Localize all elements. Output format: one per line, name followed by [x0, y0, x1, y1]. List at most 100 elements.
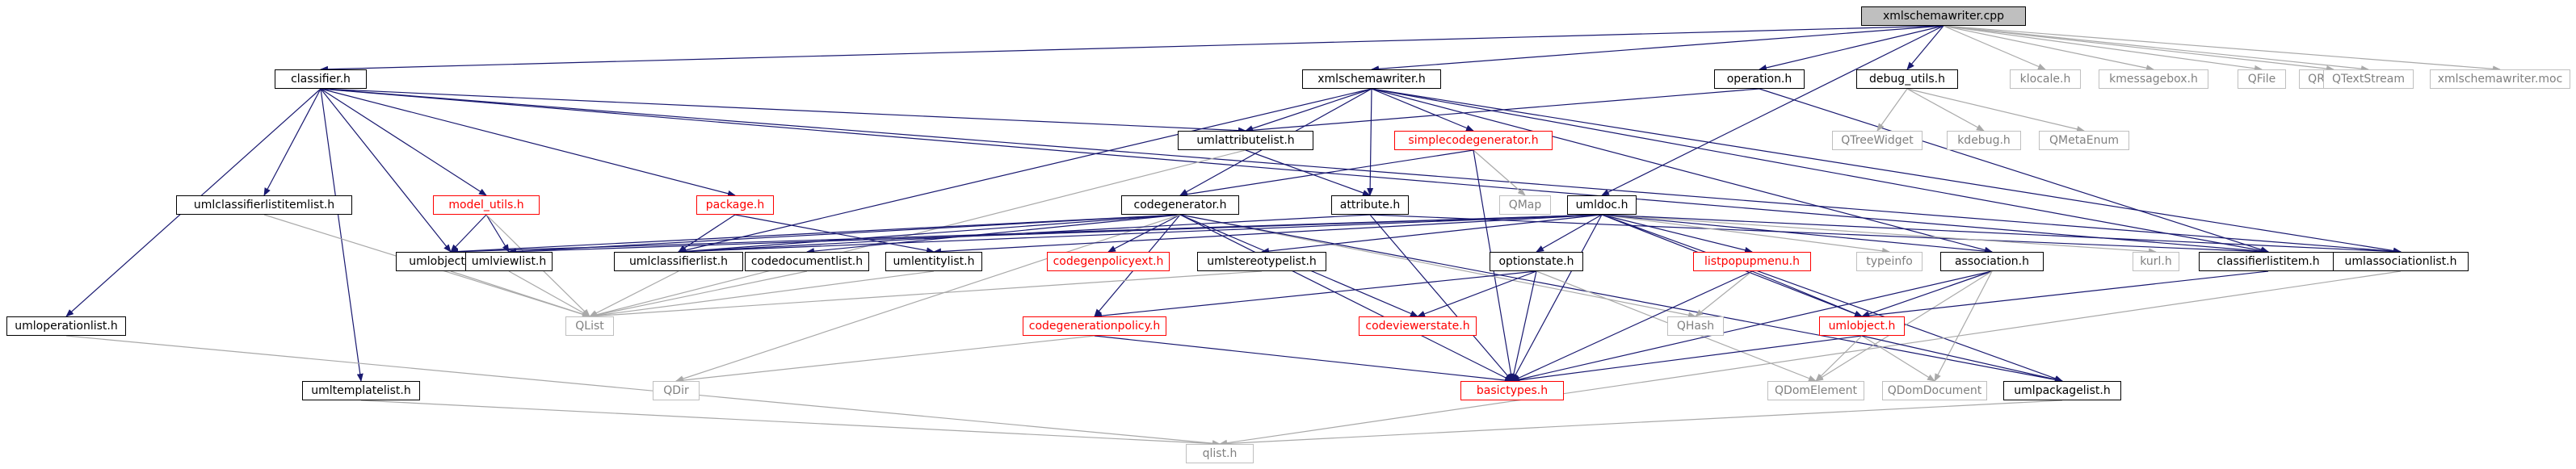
node-qfile[interactable]: QFile [2238, 69, 2286, 89]
node-umlassociationlist[interactable]: umlassociationlist.h [2333, 252, 2469, 271]
node-umlobject[interactable]: umlobject.h [1819, 316, 1905, 336]
node-umloperationlist[interactable]: umloperationlist.h [6, 316, 126, 336]
edge-codegenerator-to-umlviewlist [508, 214, 1181, 255]
edge-listpopupmenu-to-umlobject [1751, 270, 1863, 317]
edge-root-to-umldoc [1601, 25, 1944, 196]
node-association[interactable]: association.h [1940, 252, 2044, 271]
edge-umlobject-to-umlpackagelist [1861, 335, 2063, 383]
node-qmap[interactable]: QMap [1499, 195, 1551, 215]
node-package[interactable]: package.h [696, 195, 774, 215]
edge-codegenpolicy-to-qdir [675, 335, 1095, 384]
node-simplecodegen[interactable]: simplecodegenerator.h [1394, 131, 1553, 150]
edge-codegenerator-to-umlpackagelist [1179, 214, 2063, 383]
node-qmetaenum[interactable]: QMetaEnum [2039, 131, 2129, 150]
node-codegenpolicy[interactable]: codegenerationpolicy.h [1023, 316, 1166, 336]
node-umldoc[interactable]: umldoc.h [1567, 195, 1637, 215]
node-kdebug[interactable]: kdebug.h [1947, 131, 2021, 150]
node-xmlsw-h[interactable]: xmlschemawriter.h [1302, 69, 1441, 89]
edge-xmlsw-h-to-umlattributelist [1245, 88, 1372, 132]
node-qdir[interactable]: QDir [653, 381, 700, 400]
edge-umlobjectlist-to-qlist-cap [450, 270, 590, 318]
edge-codegenerator-to-umlobjectlist [450, 214, 1181, 255]
node-qhash[interactable]: QHash [1667, 316, 1724, 336]
node-kurl[interactable]: kurl.h [2133, 252, 2179, 271]
edge-classifier-to-umlassociationlist [320, 88, 2402, 255]
edge-debug-utils-to-qmetaenum [1906, 88, 2085, 132]
node-debug-utils[interactable]: debug_utils.h [1856, 69, 1958, 89]
node-umlstereotypelist[interactable]: umlstereotypelist.h [1197, 252, 1326, 271]
edge-umldoc-to-umlviewlist [508, 214, 1603, 255]
node-umlentitylist[interactable]: umlentitylist.h [885, 252, 982, 271]
node-listpopupmenu[interactable]: listpopupmenu.h [1693, 252, 1811, 271]
node-root[interactable]: xmlschemawriter.cpp [1861, 6, 2026, 26]
node-qtreewidget[interactable]: QTreeWidget [1832, 131, 1923, 150]
edge-debug-utils-to-qtreewidget [1876, 88, 1908, 132]
node-operation[interactable]: operation.h [1714, 69, 1805, 89]
edge-simplecodegen-to-codegenerator [1179, 149, 1474, 198]
edge-umldoc-to-optionstate [1536, 214, 1603, 253]
edge-root-to-debug-utils [1906, 25, 1944, 70]
node-attribute[interactable]: attribute.h [1331, 195, 1409, 215]
edge-umlobject-to-basictypes [1511, 335, 1863, 383]
edge-root-to-qregexp [1943, 25, 2334, 72]
edge-umltemplatelist-to-qlist-h [360, 400, 1221, 447]
node-codegenerator[interactable]: codegenerator.h [1121, 195, 1239, 215]
edge-umldoc-to-association [1601, 214, 1993, 255]
edge-umldoc-to-umlclassifierlist [678, 214, 1603, 255]
node-xmlsw-moc[interactable]: xmlschemawriter.moc [2430, 69, 2570, 89]
node-kmessagebox[interactable]: kmessagebox.h [2099, 69, 2208, 89]
node-umlviewlist[interactable]: umlviewlist.h [465, 252, 553, 271]
node-classifierlistitem[interactable]: classifierlistitem.h [2199, 252, 2338, 271]
edge-codegenerator-to-codedocumentlist [806, 214, 1181, 255]
edge-umldoc-to-umlentitylist [933, 214, 1603, 255]
edge-umldoc-to-typeinfo [1601, 214, 1890, 254]
edge-operation-to-classifierlistitem [1759, 88, 2269, 253]
edge-debug-utils-to-kdebug [1906, 88, 1985, 132]
node-basictypes[interactable]: basictypes.h [1460, 381, 1564, 400]
edge-xmlsw-h-to-classifierlistitem [1371, 88, 2269, 254]
edge-umlclassifierlist-to-qlist-cap [589, 270, 679, 317]
edge-classifier-to-model-utils [320, 88, 487, 196]
node-umlattributelist[interactable]: umlattributelist.h [1178, 131, 1313, 150]
node-umlpackagelist[interactable]: umlpackagelist.h [2003, 381, 2121, 400]
edge-model-utils-to-umlviewlist [485, 214, 510, 253]
edge-attribute-to-classifierlistitem [1369, 214, 2269, 255]
node-umlclassifierlistitemlist[interactable]: umlclassifierlistitemlist.h [176, 195, 352, 215]
edge-optionstate-to-codegenpolicy [1094, 270, 1537, 320]
edge-root-to-klocale [1943, 25, 2046, 70]
node-umltemplatelist[interactable]: umltemplatelist.h [302, 381, 420, 400]
edge-classifier-to-umlobjectlist [320, 88, 452, 253]
node-klocale[interactable]: klocale.h [2010, 69, 2081, 89]
edge-package-to-umlentitylist [734, 214, 935, 254]
edge-simplecodegen-to-qmap [1473, 149, 1526, 196]
node-umlclassifierlist[interactable]: umlclassifierlist.h [614, 252, 743, 271]
edge-optionstate-to-basictypes [1511, 270, 1537, 382]
node-optionstate[interactable]: optionstate.h [1490, 252, 1583, 271]
edge-xmlsw-h-to-association [1371, 88, 1993, 253]
node-codedocumentlist[interactable]: codedocumentlist.h [745, 252, 869, 271]
edge-classifier-to-umltemplatelist [320, 88, 363, 382]
edge-model-utils-to-umlobjectlist [450, 214, 487, 253]
edge-classifierlistitem-to-umlobject [1861, 270, 2269, 319]
edge-umloperationlist-to-qlist-h [65, 335, 1221, 447]
node-qlist-h[interactable]: qlist.h [1186, 444, 1254, 463]
node-qdomdocument[interactable]: QDomDocument [1882, 381, 1987, 400]
edge-association-to-basictypes [1511, 270, 1993, 383]
node-qtextstream[interactable]: QTextStream [2323, 69, 2414, 89]
edge-umlattributelist-to-qlist-cap [589, 149, 1246, 318]
node-qdomelement[interactable]: QDomElement [1767, 381, 1864, 400]
edge-classifier-to-umlattributelist [320, 88, 1246, 134]
node-codegenpolicyext[interactable]: codegenpolicyext.h [1047, 252, 1170, 271]
edge-umlviewlist-to-qlist-cap [508, 270, 590, 317]
edge-root-to-kmessagebox [1943, 25, 2154, 72]
edge-association-to-umlobject [1861, 270, 1993, 317]
edge-root-to-operation [1759, 25, 1944, 71]
node-model-utils[interactable]: model_utils.h [433, 195, 540, 215]
node-qlist-cap[interactable]: QList [565, 316, 614, 336]
node-typeinfo[interactable]: typeinfo [1856, 252, 1923, 271]
node-codeviewerstate[interactable]: codeviewerstate.h [1359, 316, 1477, 336]
node-classifier[interactable]: classifier.h [275, 69, 367, 89]
edge-classifier-to-package [320, 88, 736, 197]
edge-classifier-to-umlclassifierlistitemlist [263, 88, 321, 196]
